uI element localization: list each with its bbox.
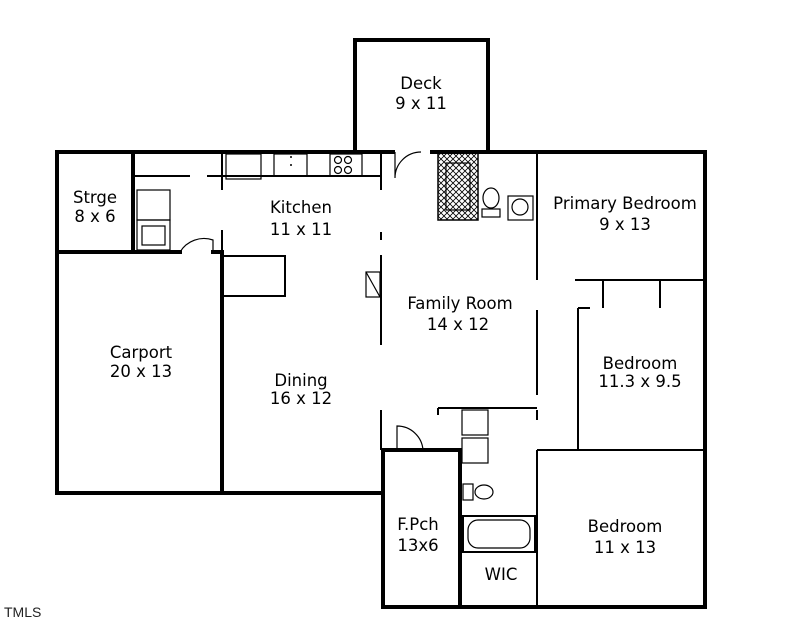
bedroom-2-label: Bedroom [603,354,678,373]
front-porch-label: F.Pch [397,515,439,534]
dining-label: Dining [274,371,327,390]
bedroom-2-size: 11.3 x 9.5 [598,372,681,391]
deck [353,38,490,152]
storage-label: Strge [73,188,117,207]
primary-bedroom-size: 9 x 13 [599,215,651,234]
interior-walls [55,150,705,607]
deck-size: 9 x 11 [395,94,447,113]
family-room-size: 14 x 12 [427,315,489,334]
kitchen-fixtures [136,153,381,298]
family-room-label: Family Room [407,294,512,313]
kitchen-size: 11 x 11 [270,220,332,239]
bedroom-3-size: 11 x 13 [594,538,656,557]
kitchen-label: Kitchen [270,198,332,217]
storage-size: 8 x 6 [74,207,115,226]
dining-size: 16 x 12 [270,389,332,408]
wic-label: WIC [485,565,518,584]
primary-bedroom-label: Primary Bedroom [553,194,697,213]
front-porch-size: 13x6 [397,536,438,555]
bathroom-fixtures [437,152,536,553]
doors [179,151,424,451]
deck-label: Deck [400,74,442,93]
carport-label: Carport [110,343,173,362]
mls-watermark: TMLS [4,604,41,620]
bedroom-3-label: Bedroom [588,517,663,536]
carport-size: 20 x 13 [110,362,172,381]
